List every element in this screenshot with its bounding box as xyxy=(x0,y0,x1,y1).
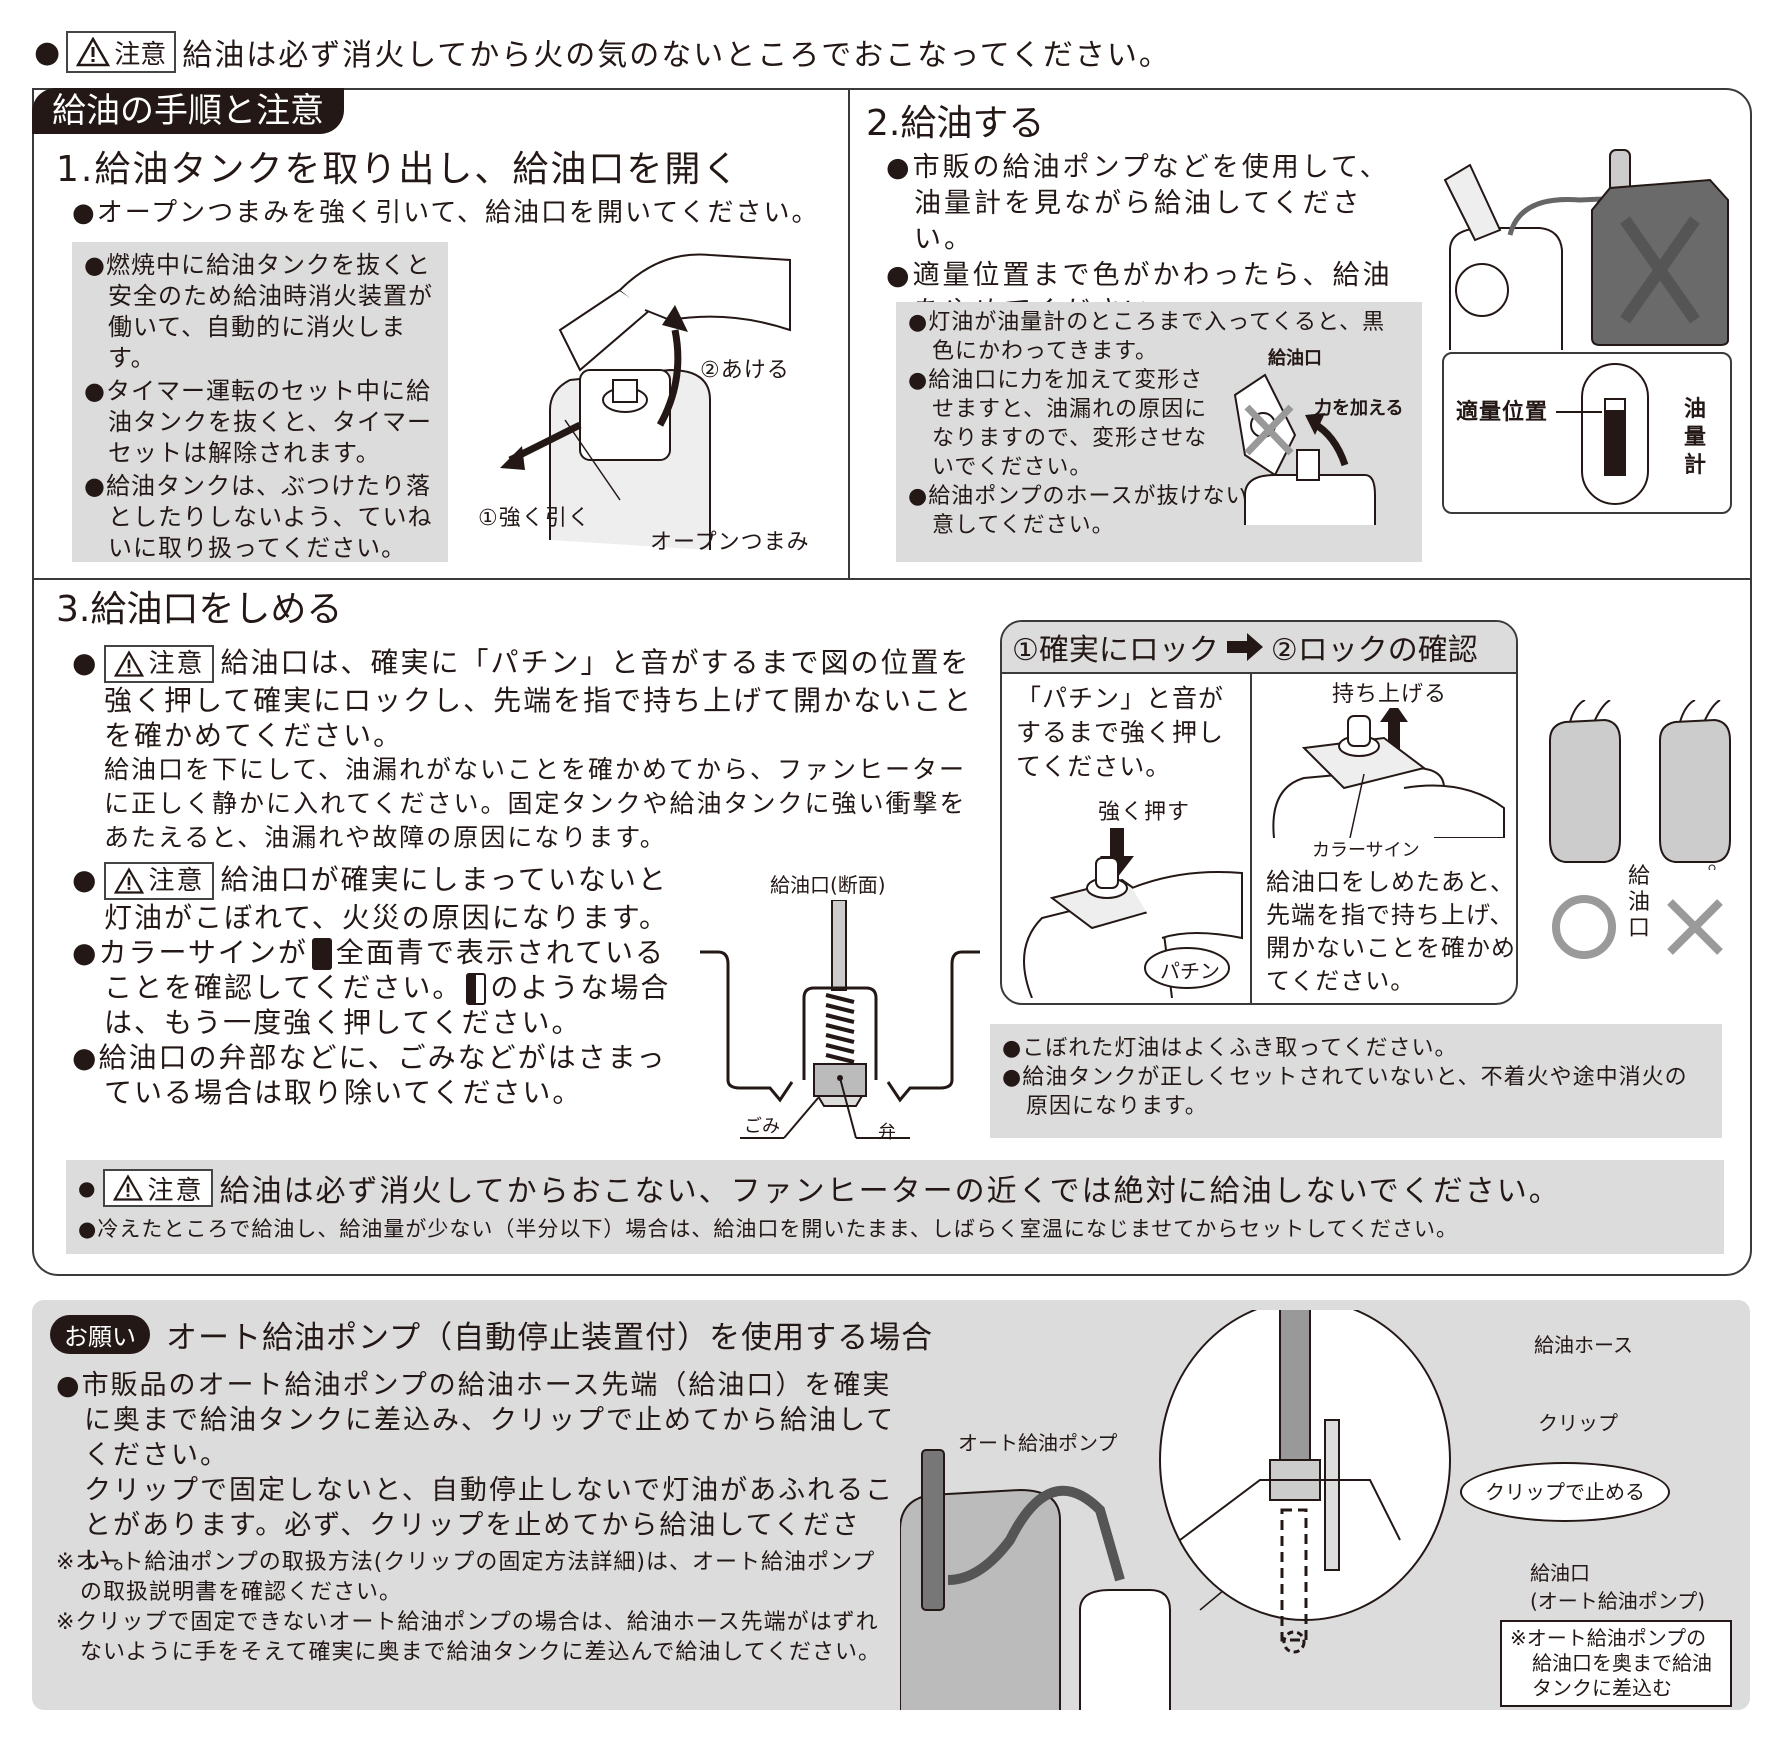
press-label: 強く押す xyxy=(1098,800,1191,825)
request-footnotes: ※オート給油ポンプの取扱方法(クリップの固定方法詳細)は、オート給油ポンプの取扱… xyxy=(56,1550,882,1665)
ok-circle-icon xyxy=(1552,895,1616,959)
warning-triangle-icon xyxy=(76,37,111,67)
ok-ng-tanks-illustration xyxy=(1549,700,1731,870)
color-sign-label: カラーサイン xyxy=(1312,840,1420,861)
nozzle-sub-label: (オート給油ポンプ) xyxy=(1530,1589,1706,1613)
cross-section-title: 給油口(断面) xyxy=(770,873,886,897)
bullet-icon: ● xyxy=(72,646,99,679)
step3-caution2: ●注意給油口が確実にしまっていないと灯油がこぼれて、火災の原因になります。 ●カ… xyxy=(72,862,671,1109)
proper-level-label: 適量位置 xyxy=(1456,400,1549,425)
lock-panel-header: ①確実にロック ②ロックの確認 xyxy=(1002,622,1516,674)
request-header: お願い オート給油ポンプ（自動停止装置付）を使用する場合 xyxy=(50,1312,933,1357)
divider xyxy=(32,578,1752,580)
pull-label: ①強く引く xyxy=(478,506,591,531)
note-item: ●灯油が油量計のところまで入ってくると、黒色にかわってきます。 xyxy=(908,310,1386,364)
bottom-caution-notice: ● 注意 給油は必ず消火してからおこない、ファンヒーターの近くでは絶対に給油しな… xyxy=(66,1160,1724,1254)
request-body: ●市販品のオート給油ポンプの給油ホース先端（給油口）を確実に奥まで給油タンクに差… xyxy=(56,1370,896,1576)
step3-heading: 3.給油口をしめる xyxy=(56,589,343,630)
top-notice-text: 給油は必ず消火してから火の気のないところでおこなってください。 xyxy=(182,38,1171,73)
bullet-icon: ● xyxy=(78,1176,98,1200)
divider xyxy=(848,88,850,578)
hose-label: 給油ホース xyxy=(1534,1333,1633,1357)
lock-left-text: 「パチン」と音がするまで強く押してください。 xyxy=(1016,684,1225,781)
lock-right-text: 給油口をしめたあと、先端を指で持ち上げ、開かないことを確かめてください。 xyxy=(1266,868,1516,995)
oil-gauge-icon xyxy=(1581,363,1649,505)
warning-triangle-icon xyxy=(113,1174,144,1201)
bullet-icon: ● xyxy=(72,198,97,228)
auto-pump-illustration xyxy=(900,1310,1451,1710)
clip-label: クリップ xyxy=(1538,1411,1618,1435)
caution-badge: 注意 xyxy=(103,1169,214,1207)
auto-pump-request-panel xyxy=(32,1300,1750,1710)
force-label: 力を加える xyxy=(1314,398,1404,419)
clip-callout: クリップで止める xyxy=(1460,1462,1670,1522)
lift-cap-illustration xyxy=(1272,708,1505,838)
cap-cross-section-diagram xyxy=(700,900,980,1139)
instruction-item: ●市販の給油ポンプなどを使用して、油量計を見ながら給油してください。 xyxy=(886,152,1390,255)
debris-note: ●給油口の弁部などに、ごみなどがはさまっている場合は取り除いてください。 xyxy=(72,1041,667,1109)
request-title: オート給油ポンプ（自動停止装置付）を使用する場合 xyxy=(166,1320,934,1356)
note-item: ●給油タンクが正しくセットされていないと、不着火や途中消火の原因になります。 xyxy=(1002,1065,1688,1119)
gauge-label: 油量計 xyxy=(1684,397,1708,478)
arrow-right-icon xyxy=(1226,633,1263,661)
color-sign-full-icon xyxy=(311,938,332,970)
step1-instruction: ●オープンつまみを強く引いて、給油口を開いてください。 xyxy=(72,198,820,228)
step3-notes-box: ●こぼれた灯油はよくふき取ってください。 ●給油タンクが正しくセットされていない… xyxy=(990,1024,1722,1138)
lift-label: 持ち上げる xyxy=(1332,682,1448,707)
dust-label: ごみ xyxy=(744,1116,780,1137)
note-item: ●タイマー運転のセット中に給油タンクを抜くと、タイマーセットは解除されます。 xyxy=(84,377,433,467)
valve-label: 弁 xyxy=(878,1122,896,1143)
top-caution-notice: ● 注意 給油は必ず消火してから火の気のないところでおこなってください。 xyxy=(34,30,1171,74)
note-item: ●燃焼中に給油タンクを抜くと安全のため給油時消火装置が働いて、自動的に消火します… xyxy=(84,251,433,372)
bullet-icon: ● xyxy=(34,34,61,70)
note-item: ●給油口に力を加えて変形させますと、油漏れの原因になりますので、変形させないでく… xyxy=(908,368,1208,480)
warning-triangle-icon xyxy=(114,650,145,677)
open-label: ②あける xyxy=(700,358,790,383)
color-sign-note: ●カラーサインが全面青で表示されていることを確認してください。のような場合は、も… xyxy=(72,936,671,1039)
nozzle-label: 給油口 xyxy=(1530,1561,1590,1585)
refuel-illustration xyxy=(1443,149,1729,350)
note-item: ●こぼれた灯油はよくふき取ってください。 xyxy=(1002,1036,1458,1061)
leader-line xyxy=(1556,411,1602,413)
step1-heading: 1.給油タンクを取り出し、給油口を開く xyxy=(56,149,741,190)
caution-badge: 注意 xyxy=(104,645,215,683)
cap-deform-illustration xyxy=(1233,373,1376,525)
click-label: パチン xyxy=(1160,959,1220,983)
warning-triangle-icon xyxy=(114,867,145,894)
main-procedure-frame xyxy=(32,88,1752,1276)
color-sign-partial-icon xyxy=(466,973,487,1005)
note-item: ●給油タンクは、ぶつけたり落としたりしないよう、ていねいに取り扱ってください。 xyxy=(84,472,433,562)
divider xyxy=(1250,674,1252,1003)
main-title: 給油の手順と注意 xyxy=(32,88,344,134)
caution-badge: 注意 xyxy=(104,862,215,900)
caution-badge: 注意 xyxy=(66,31,177,73)
step1-notes-box: ●燃焼中に給油タンクを抜くと安全のため給油時消火装置が働いて、自動的に消火します… xyxy=(72,242,448,562)
knob-label: オープンつまみ xyxy=(650,530,810,555)
bullet-icon: ● xyxy=(72,863,99,896)
step3-caution1: ●注意給油口は、確実に「パチン」と音がするまで図の位置を強く押して確実にロックし… xyxy=(72,645,974,852)
step2-heading: 2.給油する xyxy=(866,103,1045,144)
press-cap-illustration xyxy=(1023,828,1243,998)
ng-cross-icon xyxy=(1667,899,1723,955)
pump-label: オート給油ポンプ xyxy=(958,1431,1118,1455)
request-badge: お願い xyxy=(50,1315,150,1354)
open-cap-illustration xyxy=(500,253,791,550)
lock-procedure-panel: ①確実にロック ②ロックの確認 「パチン」と音がするまで強く押してください。 強… xyxy=(1000,620,1518,1005)
tank-cap-label: 給油口 xyxy=(1628,864,1652,941)
insert-note: ※オート給油ポンプの給油口を奥まで給油タンクに差込む xyxy=(1500,1620,1732,1707)
cap-label: 給油口 xyxy=(1268,348,1322,369)
